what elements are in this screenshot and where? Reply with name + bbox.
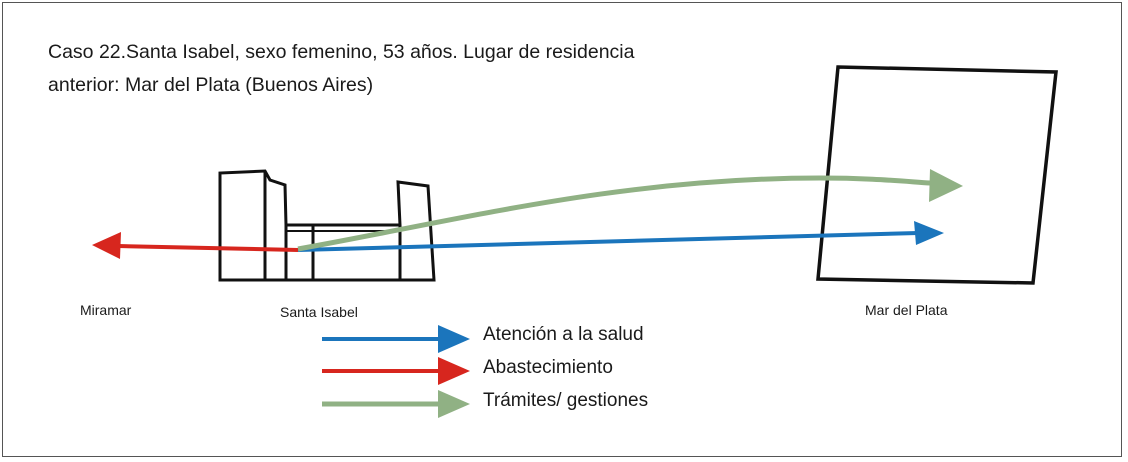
health-flow-arrow — [297, 221, 944, 252]
title-line-2: anterior: Mar del Plata (Buenos Aires) — [48, 74, 374, 96]
supply-flow-arrow — [92, 232, 299, 259]
diagram-frame — [2, 2, 1122, 457]
legend-label-health: Atención a la salud — [483, 324, 644, 345]
legend-arrow-health — [322, 325, 470, 353]
legend-arrow-procedures — [322, 390, 470, 418]
diagram-title: Caso 22.Santa Isabel, sexo femenino, 53 … — [48, 36, 808, 102]
title-line-1: Caso 22.Santa Isabel, sexo femenino, 53 … — [48, 41, 635, 63]
procedures-flow-arrow — [297, 169, 963, 252]
label-mar-del-plata: Mar del Plata — [865, 302, 948, 318]
label-santa-isabel: Santa Isabel — [280, 304, 358, 320]
legend-label-procedures: Trámites/ gestiones — [483, 390, 649, 411]
legend-label-supply: Abastecimiento — [483, 357, 613, 378]
legend-arrow-supply — [322, 357, 470, 385]
mar-del-plata-shape — [816, 65, 1058, 285]
santa-isabel-shape — [218, 169, 436, 282]
label-miramar: Miramar — [80, 302, 132, 318]
